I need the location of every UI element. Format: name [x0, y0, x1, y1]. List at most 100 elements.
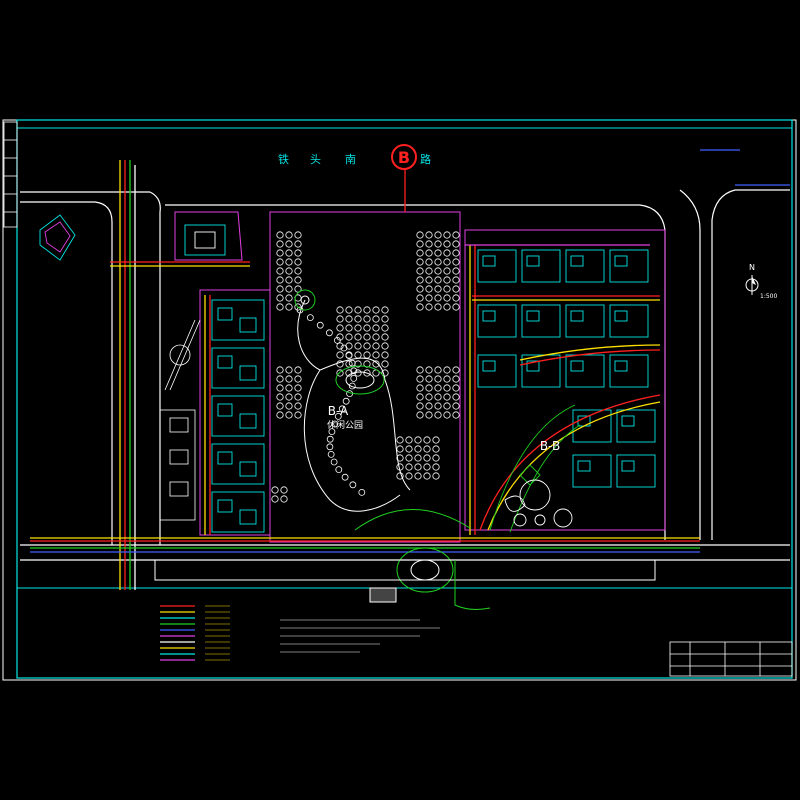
tree: [340, 344, 348, 352]
tree: [443, 285, 451, 293]
tree: [354, 324, 362, 332]
tree: [405, 445, 413, 453]
tree: [425, 258, 433, 266]
tree: [372, 306, 380, 314]
tree: [285, 294, 293, 302]
tree: [285, 366, 293, 374]
tree: [396, 454, 404, 462]
tree: [434, 294, 442, 302]
tree: [372, 351, 380, 359]
tree: [405, 454, 413, 462]
tree: [372, 360, 380, 368]
tree: [336, 315, 344, 323]
tree: [452, 231, 460, 239]
tree: [294, 393, 302, 401]
tree: [285, 303, 293, 311]
tree: [405, 472, 413, 480]
tree: [348, 359, 356, 367]
tree: [423, 445, 431, 453]
tree: [285, 402, 293, 410]
building-unit: [211, 443, 265, 485]
tree: [432, 454, 440, 462]
utility-pipes: [30, 149, 790, 590]
building-unit-room: [239, 509, 257, 525]
tree: [416, 231, 424, 239]
tree: [452, 375, 460, 383]
tree: [452, 285, 460, 293]
tree: [336, 369, 344, 377]
tree: [425, 375, 433, 383]
tree: [434, 393, 442, 401]
tree: [285, 249, 293, 257]
building-unit-room: [570, 310, 584, 322]
tree: [425, 276, 433, 284]
tree: [276, 276, 284, 284]
tree: [423, 472, 431, 480]
building-unit: [211, 299, 265, 341]
tree: [432, 472, 440, 480]
tree: [425, 231, 433, 239]
drawing-frame: [2, 119, 797, 681]
tree: [372, 342, 380, 350]
park-a-name: 休闲公园: [327, 419, 363, 431]
tree: [349, 481, 357, 489]
tree: [443, 303, 451, 311]
tree: [345, 342, 353, 350]
park-trees: [271, 231, 460, 503]
tree: [338, 405, 346, 413]
top-left-tower: [39, 214, 226, 261]
road-name-char-3: 南: [345, 153, 356, 166]
tree: [285, 384, 293, 392]
tree: [452, 384, 460, 392]
tree: [276, 294, 284, 302]
tree: [294, 384, 302, 392]
building-unit: [565, 354, 605, 388]
tree: [443, 240, 451, 248]
tree: [443, 249, 451, 257]
tree: [452, 402, 460, 410]
tree: [345, 333, 353, 341]
tree: [372, 324, 380, 332]
road-name-char-2: 头: [310, 153, 321, 166]
tree: [285, 411, 293, 419]
building-unit-room: [526, 360, 540, 372]
tree: [414, 472, 422, 480]
building-unit: [609, 304, 649, 338]
tree: [423, 454, 431, 462]
tree: [434, 375, 442, 383]
tree: [452, 240, 460, 248]
tree: [285, 267, 293, 275]
title-block: [669, 641, 793, 677]
tree: [276, 267, 284, 275]
building-unit-room: [239, 461, 257, 477]
tree: [381, 306, 389, 314]
tree: [425, 303, 433, 311]
tree: [285, 231, 293, 239]
tree: [423, 436, 431, 444]
pipe-legend: [160, 605, 230, 661]
tree: [294, 411, 302, 419]
tree: [381, 342, 389, 350]
tree: [416, 402, 424, 410]
tree: [416, 285, 424, 293]
tree: [345, 324, 353, 332]
tree: [294, 240, 302, 248]
zone-marker-letter: B: [398, 148, 410, 167]
tree: [326, 443, 334, 451]
building-unit: [609, 354, 649, 388]
tree: [276, 411, 284, 419]
tree: [434, 366, 442, 374]
building-unit: [211, 395, 265, 437]
north-arrow: N 1:500: [745, 263, 777, 300]
tree: [381, 333, 389, 341]
tree: [416, 411, 424, 419]
tree: [334, 412, 342, 420]
tree: [434, 276, 442, 284]
building-unit: [572, 454, 612, 488]
tree: [434, 267, 442, 275]
tree: [331, 420, 339, 428]
tree: [336, 342, 344, 350]
tree: [294, 276, 302, 284]
tree: [276, 384, 284, 392]
tree: [326, 435, 334, 443]
